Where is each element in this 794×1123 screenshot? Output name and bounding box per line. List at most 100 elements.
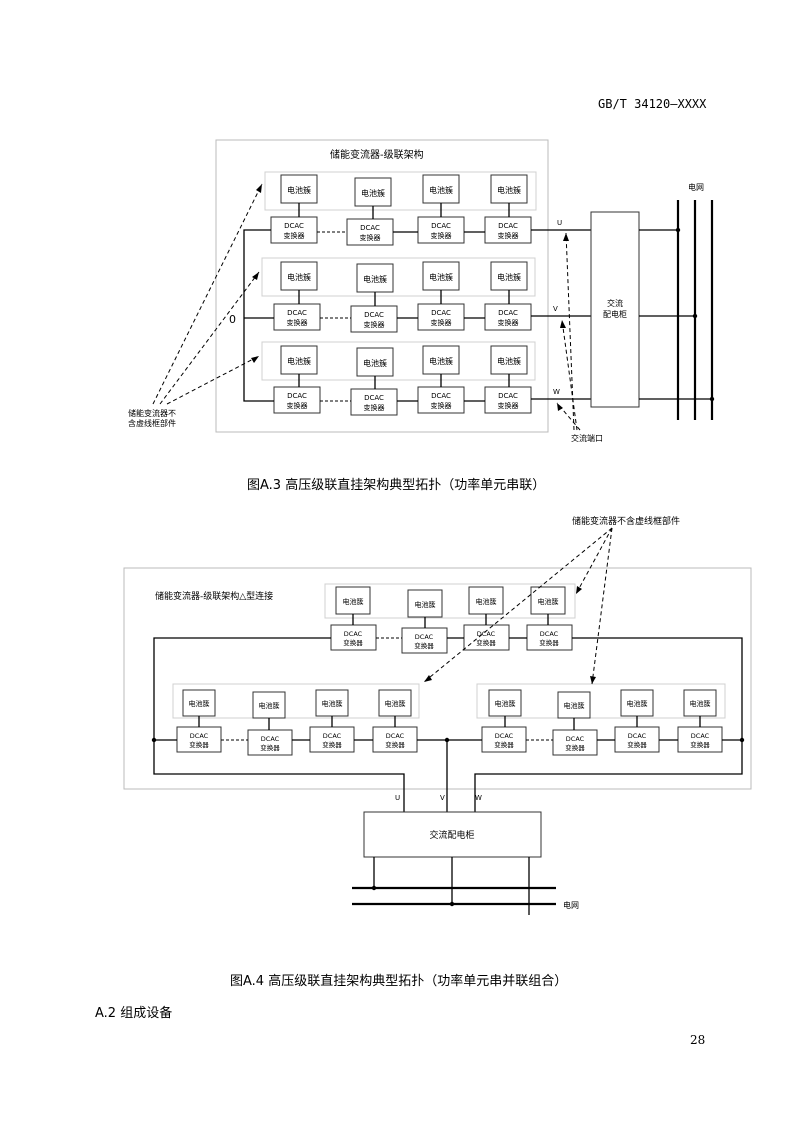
converter-label: 变换器 (414, 641, 434, 650)
phase-w-label: W (475, 794, 482, 802)
converter-label: DCAC (323, 732, 342, 740)
battery-cluster (356, 347, 394, 377)
battery-label: 电池簇 (497, 185, 521, 195)
dcac-converter (484, 386, 532, 414)
converter-label: DCAC (691, 732, 710, 740)
battery-label: 电池簇 (495, 699, 516, 708)
phase-v-label: V (440, 794, 445, 802)
note-line-1: 储能变流器不 (128, 408, 176, 418)
phase-v-label: V (553, 305, 558, 313)
converter-label: 变换器 (498, 401, 519, 410)
cabinet-label: 交流配电柜 (429, 829, 474, 841)
converter-label: 变换器 (498, 231, 519, 240)
converter-label: 变换器 (189, 740, 209, 749)
battery-cluster (378, 689, 412, 717)
converter-label: DCAC (498, 392, 518, 400)
converter-label: DCAC (431, 392, 451, 400)
page-number: 28 (690, 1033, 706, 1047)
battery-cluster (683, 689, 717, 717)
dcac-converter (273, 303, 321, 331)
converter-label: 变换器 (360, 233, 381, 242)
ac-port-label: 交流端口 (571, 433, 603, 443)
fig4-right-row: 电池簇 电池簇 电池簇 电池簇 DCAC 变换器 DCAC 变换器 DCAC 变… (481, 689, 723, 756)
converter-label: 变换器 (627, 740, 647, 749)
converter-label: 变换器 (431, 231, 452, 240)
converter-label: DCAC (477, 630, 496, 638)
converter-label: DCAC (431, 309, 451, 317)
dcac-converter (350, 388, 398, 416)
converter-label: DCAC (287, 309, 307, 317)
phase-w-label: W (553, 388, 560, 396)
grid-label: 电网 (563, 900, 579, 910)
fig3-battery-group-3 (261, 341, 536, 381)
converter-label: 变换器 (284, 231, 305, 240)
converter-label: 变换器 (431, 401, 452, 410)
converter-label: 变换器 (431, 318, 452, 327)
figure-a3-caption: 图A.3 高压级联直挂架构典型拓扑（功率单元串联） (247, 478, 546, 493)
dcac-converter (270, 216, 318, 244)
battery-cluster (422, 345, 460, 375)
dcac-converter (417, 216, 465, 244)
battery-cluster (557, 691, 591, 719)
converter-label: DCAC (364, 394, 384, 402)
battery-label: 电池簇 (497, 272, 521, 282)
battery-label: 电池簇 (343, 597, 364, 606)
grid-label: 电网 (688, 182, 704, 192)
converter-label: 变换器 (364, 403, 385, 412)
battery-cluster (530, 586, 566, 615)
fig3-row2-converters: DCAC 变换器 DCAC 变换器 DCAC 变换器 DCAC 变换器 (273, 303, 532, 333)
dcac-converter (552, 729, 598, 756)
converter-label: 变换器 (260, 743, 280, 752)
battery-label: 电池簇 (363, 358, 387, 368)
converter-label: 变换器 (498, 318, 519, 327)
dcac-converter (417, 303, 465, 331)
converter-label: DCAC (360, 224, 380, 232)
document-code: GB/T 34120—XXXX (598, 97, 707, 111)
fig3-outer-frame (215, 139, 549, 433)
battery-cluster (422, 174, 460, 204)
converter-label: DCAC (364, 311, 384, 319)
dcac-converter (273, 386, 321, 414)
battery-label: 电池簇 (429, 272, 453, 282)
dcac-converter (346, 218, 394, 246)
battery-label: 电池簇 (415, 600, 436, 609)
fig4-battery-group-right (476, 683, 726, 719)
figure-a4-diagram: 储能变流器-级联架构△型连接 储能变流器不含虚线框部件 电池簇 电池簇 电池簇 … (123, 515, 752, 915)
converter-label: DCAC (190, 732, 209, 740)
battery-label: 电池簇 (627, 699, 648, 708)
battery-cluster (490, 261, 528, 291)
battery-label: 电池簇 (564, 701, 585, 710)
battery-cluster (488, 689, 522, 717)
converter-label: 变换器 (690, 740, 710, 749)
converter-label: 变换器 (539, 638, 559, 647)
converter-label: 变换器 (322, 740, 342, 749)
converter-label: DCAC (287, 392, 307, 400)
converter-label: 变换器 (494, 740, 514, 749)
converter-label: 变换器 (287, 318, 308, 327)
fig3-battery-group-1 (264, 171, 537, 211)
battery-label: 电池簇 (287, 272, 311, 282)
converter-label: DCAC (344, 630, 363, 638)
converter-label: DCAC (284, 222, 304, 230)
battery-cluster (315, 689, 349, 717)
fig3-row3-converters: DCAC 变换器 DCAC 变换器 DCAC 变换器 DCAC 变换器 (273, 386, 532, 416)
converter-label: DCAC (566, 735, 585, 743)
figure-a3-diagram: 储能变流器-级联架构 电池簇 电池簇 电池簇 电池簇 DCAC 变换器 DCAC… (128, 139, 715, 443)
converter-label: DCAC (495, 732, 514, 740)
converter-label: 变换器 (343, 638, 363, 647)
battery-label: 电池簇 (385, 699, 406, 708)
fig3-row3-batteries: 电池簇 电池簇 电池簇 电池簇 (280, 345, 528, 377)
fig4-battery-group-left (172, 683, 420, 719)
fig4-battery-group-top (324, 583, 576, 619)
fig3-row1-converters: DCAC 变换器 DCAC 变换器 DCAC 变换器 DCAC 变换器 (270, 216, 532, 246)
converter-label: 变换器 (565, 743, 585, 752)
battery-label: 电池簇 (189, 699, 210, 708)
section-heading: A.2 组成设备 (95, 1006, 173, 1021)
fig4-title: 储能变流器-级联架构△型连接 (155, 590, 273, 602)
battery-label: 电池簇 (690, 699, 711, 708)
ac-distribution-cabinet (590, 211, 640, 408)
converter-label: DCAC (431, 222, 451, 230)
battery-cluster (356, 263, 394, 293)
battery-cluster (490, 345, 528, 375)
battery-cluster (280, 345, 318, 375)
